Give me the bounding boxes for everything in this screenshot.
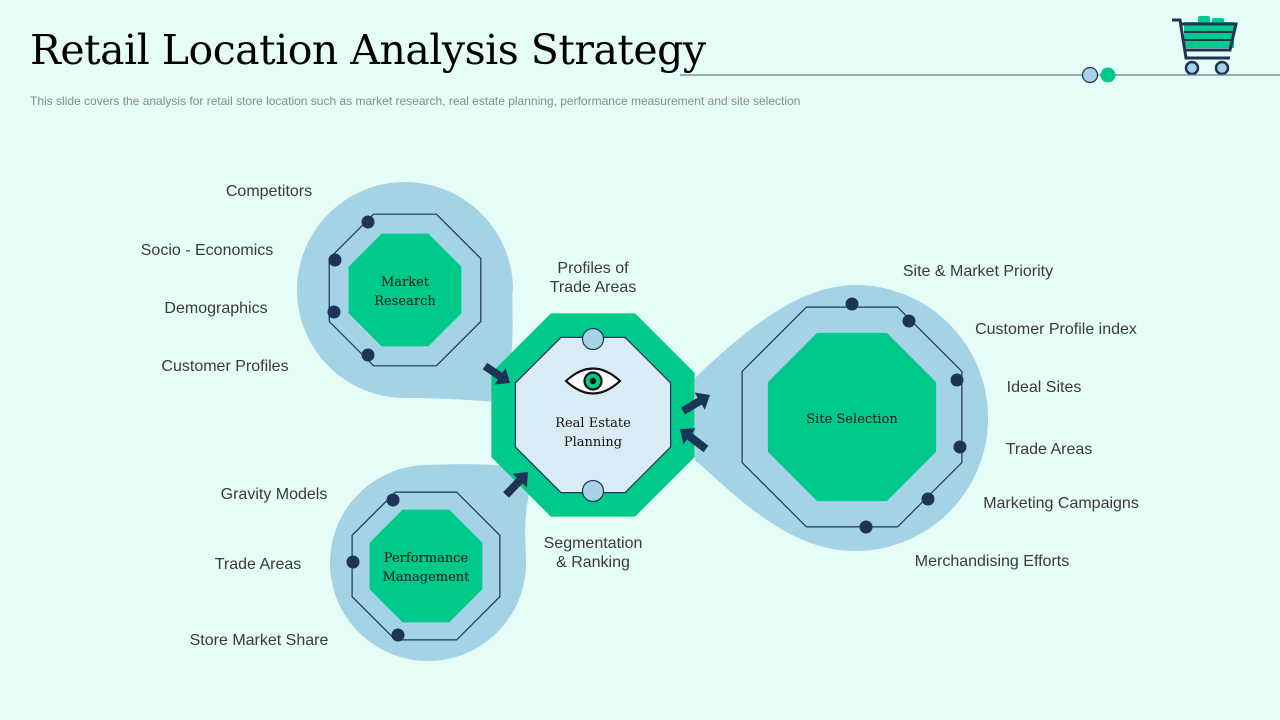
hub-connector-bottom bbox=[581, 479, 605, 503]
arrow-icon bbox=[680, 428, 709, 453]
ring-dot bbox=[921, 492, 935, 506]
site-selection-item: Ideal Sites bbox=[1007, 379, 1082, 396]
ring-dot bbox=[950, 373, 964, 387]
eye-icon bbox=[564, 367, 622, 395]
performance-management-item: Trade Areas bbox=[215, 556, 302, 573]
hub-connector-top bbox=[581, 327, 605, 351]
site-selection-label: Site Selection bbox=[806, 412, 898, 427]
performance-management-label-2: Management bbox=[383, 570, 471, 585]
site-selection-item: Trade Areas bbox=[1006, 441, 1093, 458]
flow-arrows bbox=[482, 362, 710, 498]
site-selection-node bbox=[767, 332, 937, 502]
segmentation-ranking-label-2: & Ranking bbox=[556, 554, 630, 571]
ring-dot bbox=[361, 215, 375, 229]
real-estate-planning-label-2: Planning bbox=[564, 435, 622, 450]
site-selection-item: Site & Market Priority bbox=[903, 263, 1053, 280]
market-research-item: Competitors bbox=[226, 183, 312, 200]
site-selection-item: Merchandising Efforts bbox=[915, 553, 1069, 570]
site-selection-item: Customer Profile index bbox=[975, 321, 1137, 338]
ring-dot bbox=[902, 314, 916, 328]
segmentation-ranking-label: Segmentation bbox=[544, 535, 643, 552]
header-dot-blue bbox=[1081, 66, 1099, 84]
performance-management-item: Gravity Models bbox=[221, 486, 328, 503]
performance-management-item: Store Market Share bbox=[190, 632, 329, 649]
page-subtitle: This slide covers the analysis for retai… bbox=[30, 94, 801, 108]
ring-dot bbox=[391, 628, 405, 642]
performance-management-node bbox=[369, 509, 483, 623]
ring-dots bbox=[327, 215, 967, 642]
market-research-node bbox=[348, 233, 462, 347]
market-research-label-2: Research bbox=[374, 294, 436, 309]
ring-dot bbox=[845, 297, 859, 311]
ring-dot bbox=[327, 305, 341, 319]
arrow-icon bbox=[482, 362, 510, 385]
market-research-item: Demographics bbox=[164, 300, 267, 317]
arrow-icon bbox=[503, 472, 528, 498]
market-research-item: Socio - Economics bbox=[141, 242, 274, 259]
performance-management-label: Performance bbox=[384, 551, 469, 566]
shopping-cart-icon bbox=[1172, 16, 1238, 76]
page-title: Retail Location Analysis Strategy bbox=[30, 26, 706, 74]
ring-dot bbox=[953, 440, 967, 454]
market-research-label: Market bbox=[381, 275, 430, 290]
ring-dot bbox=[328, 253, 342, 267]
ring-dot bbox=[859, 520, 873, 534]
ring-dot bbox=[386, 493, 400, 507]
market-research-item: Customer Profiles bbox=[161, 358, 288, 375]
ring-dot bbox=[346, 555, 360, 569]
ring-dot bbox=[361, 348, 375, 362]
site-selection-item: Marketing Campaigns bbox=[983, 495, 1139, 512]
header-dot-green bbox=[1100, 67, 1116, 83]
performance-management-ring bbox=[351, 491, 501, 641]
real-estate-planning-label: Real Estate bbox=[555, 416, 631, 431]
arrow-icon bbox=[681, 392, 710, 415]
real-estate-planning-core bbox=[514, 336, 672, 494]
profiles-of-trade-areas-label: Profiles of bbox=[557, 260, 629, 277]
profiles-of-trade-areas-label-2: Trade Areas bbox=[550, 279, 637, 296]
